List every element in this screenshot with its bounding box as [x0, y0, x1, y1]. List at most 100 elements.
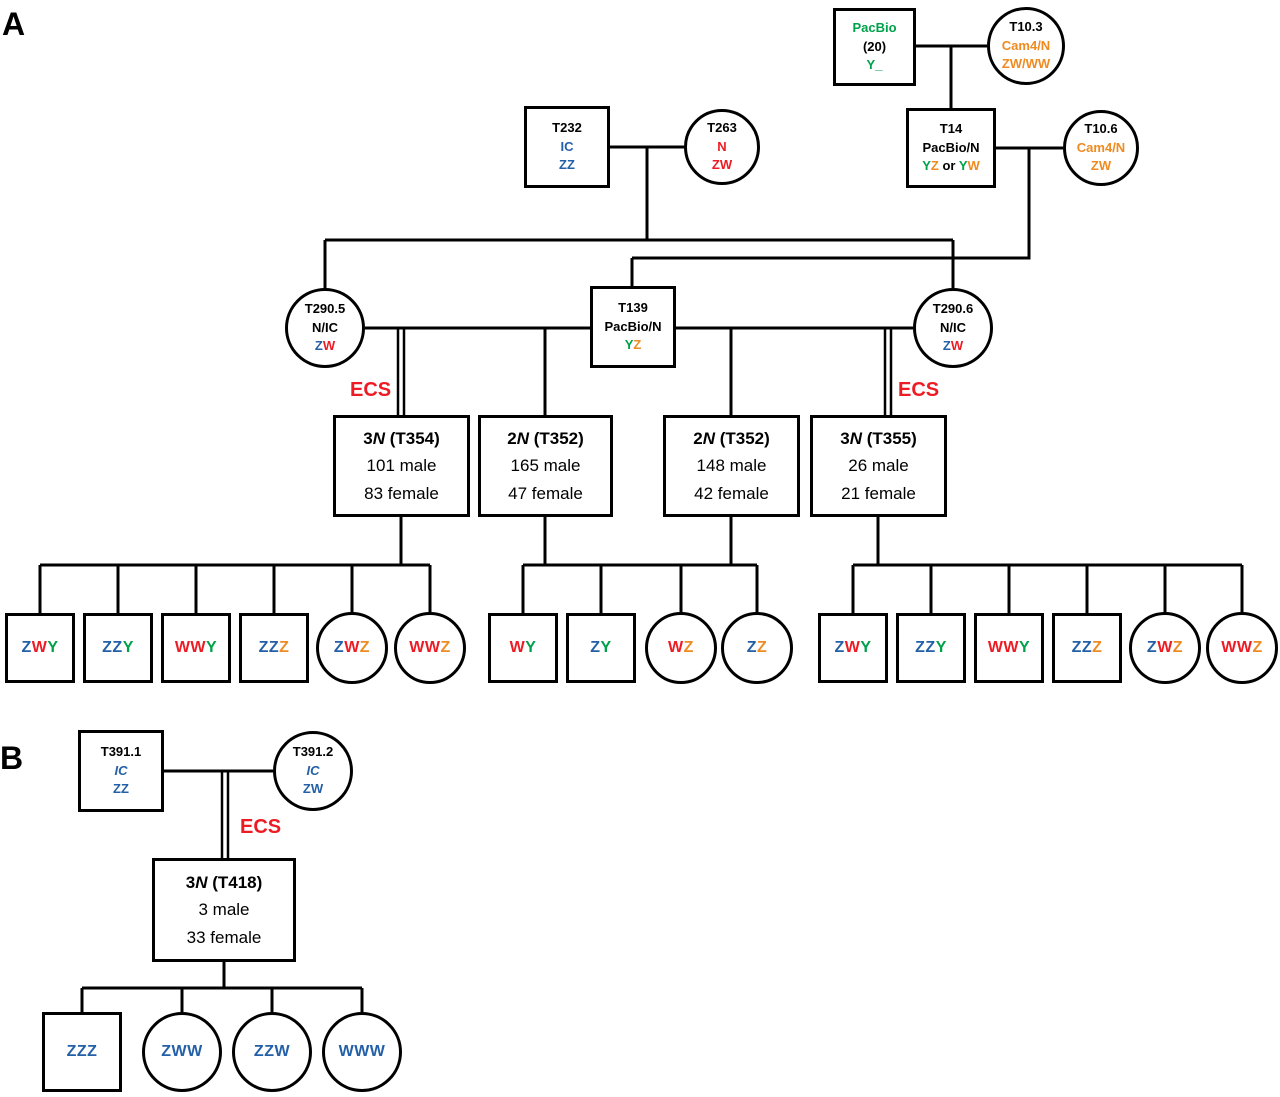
- node-text-line: 101 male: [366, 456, 437, 476]
- node-text-line: Cam4/N: [1001, 37, 1051, 53]
- node-text-line: ZWY: [21, 639, 59, 656]
- node-text-line: 3N (T355): [840, 429, 917, 449]
- offspring-a2-zy: ZY: [566, 613, 636, 683]
- offspring-a2-wz: WZ: [645, 612, 717, 684]
- node-text-line: WWW: [338, 1043, 386, 1060]
- node-text-line: ZW: [1090, 158, 1112, 174]
- offspring-a3-zzy: ZZY: [896, 613, 966, 683]
- offspring-a3-zwz: ZWZ: [1129, 612, 1201, 684]
- node-text-line: 42 female: [694, 483, 769, 503]
- offspring-b-zww: ZWW: [142, 1012, 222, 1092]
- brood-box-t352-right: 2N (T352) 148 male 42 female: [663, 415, 800, 517]
- node-text-line: ZZZ: [1071, 639, 1103, 656]
- node-text-line: T10.6: [1084, 121, 1118, 137]
- node-text-line: ZY: [590, 639, 612, 656]
- ecs-double-line-left: [396, 328, 406, 415]
- node-text-line: ZW: [314, 338, 336, 354]
- node-text-line: T391.1: [100, 744, 142, 760]
- node-text-line: WY: [509, 639, 537, 656]
- node-text-line: PacBio/N: [922, 139, 980, 155]
- node-text-line: T290.5: [304, 301, 346, 317]
- node-text-line: ZZZ: [66, 1043, 98, 1060]
- node-text-line: 2N (T352): [507, 429, 584, 449]
- offspring-a1-zzz: ZZZ: [239, 613, 309, 683]
- offspring-b-zzz: ZZZ: [42, 1012, 122, 1092]
- ecs-double-line-right: [883, 328, 893, 415]
- node-text-line: ZZY: [915, 639, 947, 656]
- node-text-line: ZZ: [746, 639, 768, 656]
- node-text-line: 33 female: [186, 927, 262, 947]
- node-text-line: 2N (T352): [693, 429, 770, 449]
- node-text-line: IC: [560, 138, 574, 154]
- node-text-line: T263: [707, 120, 737, 136]
- node-text-line: 165 male: [510, 456, 581, 476]
- offspring-a1-zwy: ZWY: [5, 613, 75, 683]
- node-text-line: T14: [939, 121, 963, 137]
- node-text-line: T10.3: [1009, 19, 1043, 35]
- offspring-a1-wwy: WWY: [161, 613, 231, 683]
- node-text-line: ZWZ: [1146, 639, 1184, 656]
- panel-a-offspring-sibship-lines: [38, 517, 1244, 615]
- node-text-line: ZW: [711, 157, 733, 173]
- offspring-a3-wwy: WWY: [974, 613, 1044, 683]
- offspring-a2-zz: ZZ: [721, 612, 793, 684]
- node-pacbio: PacBio (20) Y_: [833, 8, 916, 86]
- brood-box-t354: 3N (T354) 101 male 83 female: [333, 415, 470, 517]
- node-text-line: PacBio: [852, 20, 897, 36]
- node-text-line: 83 female: [364, 483, 439, 503]
- node-text-line: 3 male: [198, 900, 250, 920]
- node-text-line: WWZ: [409, 639, 451, 656]
- node-text-line: T391.2: [292, 744, 334, 760]
- node-text-line: (20): [862, 38, 887, 54]
- ecs-label-left: ECS: [350, 379, 392, 401]
- offspring-a3-zzz: ZZZ: [1052, 613, 1122, 683]
- node-text-line: ZW: [942, 338, 964, 354]
- node-text-line: PacBio/N: [604, 318, 662, 334]
- offspring-a2-wy: WY: [488, 613, 558, 683]
- node-text-line: Cam4/N: [1076, 139, 1126, 155]
- node-text-line: ZZZ: [258, 639, 290, 656]
- node-text-line: 3N (T354): [363, 429, 440, 449]
- panel-b-mating-and-descent-lines: [80, 769, 364, 1012]
- offspring-a1-zwz: ZWZ: [316, 612, 388, 684]
- node-text-line: ZZY: [102, 639, 134, 656]
- panel-b-label: B: [0, 740, 24, 776]
- offspring-a1-zzy: ZZY: [83, 613, 153, 683]
- node-text-line: WWY: [174, 639, 218, 656]
- ecs-label-panel-b: ECS: [240, 816, 282, 838]
- node-text-line: WZ: [668, 639, 694, 656]
- node-text-line: N/IC: [312, 319, 338, 335]
- node-text-line: ZZ: [559, 157, 575, 173]
- node-text-line: WWZ: [1221, 639, 1263, 656]
- node-text-line: IC: [114, 762, 128, 778]
- node-text-line: ZZW: [253, 1043, 291, 1060]
- node-text-line: 148 male: [696, 456, 767, 476]
- offspring-a3-wwz: WWZ: [1206, 612, 1278, 684]
- offspring-a3-zwy: ZWY: [818, 613, 888, 683]
- ecs-double-line-panel-b: [220, 771, 230, 858]
- panel-a-mating-and-descent-lines: [323, 44, 1063, 415]
- node-text-line: Y_: [866, 57, 883, 73]
- node-text-line: 21 female: [841, 483, 916, 503]
- node-text-line: YZ or YW: [922, 158, 980, 174]
- node-text-line: IC: [306, 762, 320, 778]
- node-text-line: T290.6: [932, 301, 974, 317]
- node-text-line: YZ: [624, 337, 642, 353]
- ecs-label-right: ECS: [898, 379, 940, 401]
- offspring-b-zzw: ZZW: [232, 1012, 312, 1092]
